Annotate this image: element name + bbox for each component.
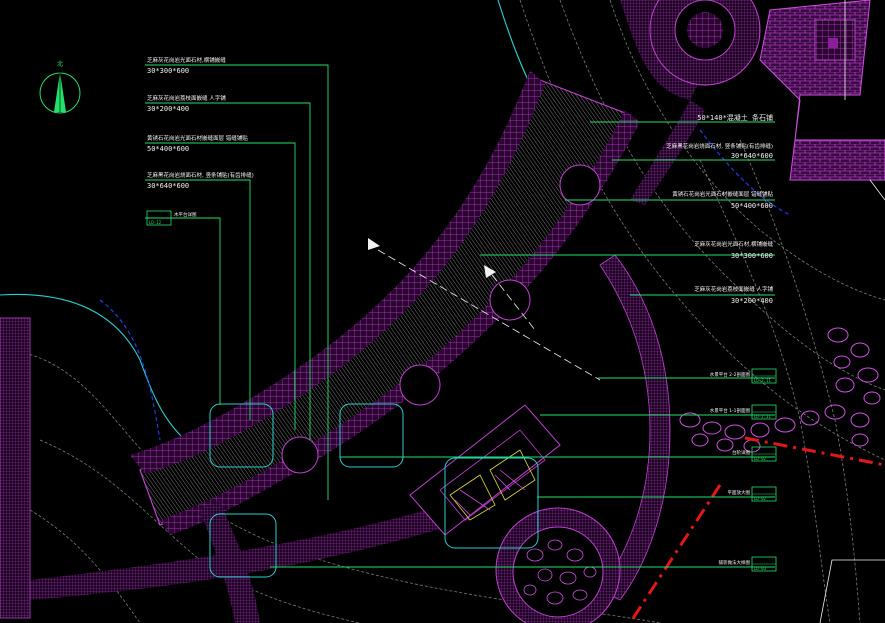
right-label-2: 芝麻黑花岗岩烧面石材, 竖条铺贴(有齿排缝) <box>666 142 773 150</box>
left-dim-4: 30*640*600 <box>147 182 189 190</box>
right-tag-2-text: 水景平台 1-1剖面图 <box>710 407 751 414</box>
right-tag-4-ref: LD-02 <box>754 496 767 501</box>
right-tag-5-text: 铺装做法大样图 <box>719 559 751 566</box>
right-tag-4-text: 平面放大图 <box>728 489 751 496</box>
right-dim-3: 50*400*600 <box>731 202 773 210</box>
right-label-5: 芝麻灰花岗岩荔枝面嵌缝 人字铺 <box>694 285 773 293</box>
building-outline <box>819 0 885 623</box>
right-tag-3-ref: LD-02 <box>754 456 767 461</box>
stepping-stones <box>679 327 881 453</box>
curved-paved-path <box>130 70 640 535</box>
left-label-4: 芝麻黑花岗岩烧面石材, 竖条铺贴(有齿排缝) <box>147 171 254 179</box>
north-arrow: 北 <box>39 60 81 114</box>
left-dim-2: 30*200*400 <box>147 105 189 113</box>
right-tag-1-text: 水景平台 2-2剖面图 <box>710 371 751 378</box>
right-label-4: 芝麻灰花岗岩光面石材,横铺嵌缝 <box>694 240 773 248</box>
right-tag-3-text: 台阶详图 <box>732 449 750 456</box>
right-tag-2-ref: LD-2.11 <box>754 414 771 419</box>
contour-lines <box>9 0 885 623</box>
left-callout-labels: 芝麻灰花岗岩光面石材,横铺嵌缝 30*300*600 芝麻灰花岗岩荔枝面嵌缝 人… <box>146 56 254 226</box>
left-label-3: 黄锈石花岗岩光面石材嵌缝面层 错缝铺贴 <box>147 134 248 142</box>
right-dim-1: 50*140*混凝土 条石铺 <box>697 113 773 122</box>
roundabout <box>649 0 761 86</box>
right-dim-4: 30*300*600 <box>731 252 773 260</box>
right-callout-labels: 50*140*混凝土 条石铺 芝麻黑花岗岩烧面石材, 竖条铺贴(有齿排缝) 30… <box>666 113 773 305</box>
north-label: 北 <box>57 60 63 68</box>
plaza-steps <box>759 0 885 181</box>
right-tag-5-ref: LD-03 <box>754 566 767 571</box>
red-axis-line <box>628 436 885 623</box>
detail-callout-boxes <box>209 403 539 578</box>
right-reference-tags: 水景平台 2-2剖面图 LD-2.11 水景平台 1-1剖面图 LD-2.11 … <box>710 368 777 572</box>
circular-plaza <box>495 507 621 623</box>
left-dim-1: 30*300*600 <box>147 67 189 75</box>
right-dim-2: 30*640*600 <box>731 152 773 160</box>
right-dim-5: 30*200*400 <box>731 297 773 305</box>
section-marks <box>368 238 601 381</box>
left-label-1: 芝麻灰花岗岩光面石材,横铺嵌缝 <box>147 56 226 64</box>
left-tag-text: 木平台详图 <box>174 211 197 218</box>
right-tag-1-ref: LD-2.11 <box>754 378 771 383</box>
right-leader-lines <box>270 121 775 568</box>
left-label-2: 芝麻灰花岗岩荔枝面嵌缝 人字铺 <box>147 94 226 102</box>
right-label-3: 黄锈石花岗岩光面石材嵌缝面层 错缝铺贴 <box>672 190 773 198</box>
left-wall <box>0 317 31 619</box>
left-tag-ref: LD-12 <box>149 220 162 225</box>
left-dim-3: 50*400*600 <box>147 145 189 153</box>
